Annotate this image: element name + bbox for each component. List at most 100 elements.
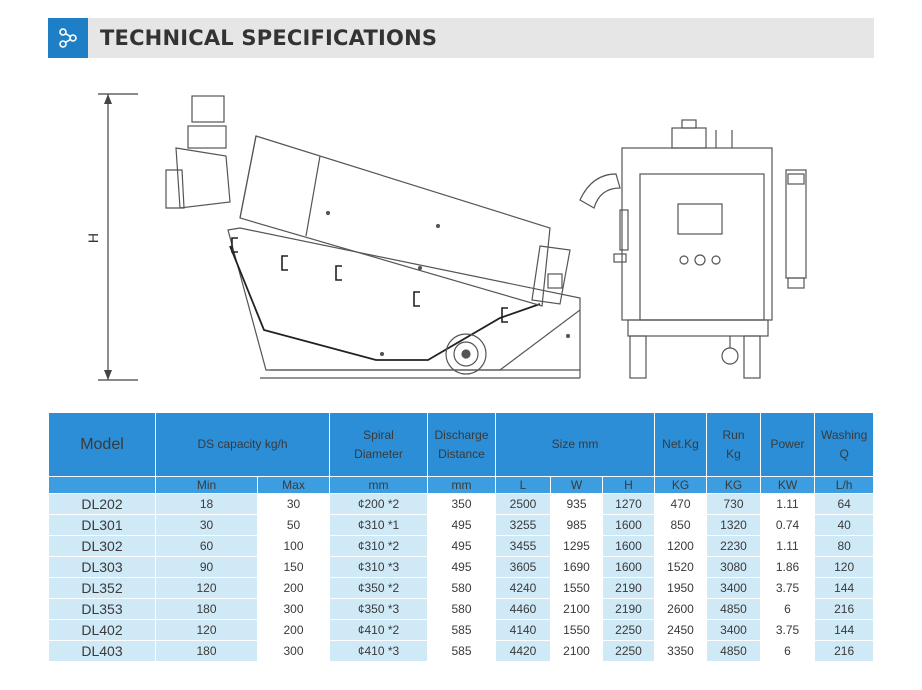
unit-cell: KG: [707, 477, 760, 493]
table-cell: 3.75: [761, 578, 814, 598]
table-cell: 2500: [496, 494, 550, 514]
table-cell: 1550: [551, 620, 602, 640]
table-cell: 3400: [707, 620, 760, 640]
table-cell: 3400: [707, 578, 760, 598]
table-cell: 4140: [496, 620, 550, 640]
unit-cell: mm: [428, 477, 495, 493]
table-cell: 4460: [496, 599, 550, 619]
table-cell: 495: [428, 536, 495, 556]
table-cell: 30: [156, 515, 257, 535]
table-cell: 1320: [707, 515, 760, 535]
table-cell: 1550: [551, 578, 602, 598]
table-cell: 180: [156, 641, 257, 661]
table-cell: 3455: [496, 536, 550, 556]
table-cell: 2450: [655, 620, 706, 640]
specification-table: Model DS capacity kg/h Spiral Diameter D…: [48, 412, 875, 662]
table-cell: 64: [815, 494, 874, 514]
table-cell: 120: [815, 557, 874, 577]
table-cell: 300: [258, 641, 329, 661]
table-cell: ¢310 *3: [330, 557, 427, 577]
table-cell: 40: [815, 515, 874, 535]
table-cell: 935: [551, 494, 602, 514]
table-cell: 4240: [496, 578, 550, 598]
table-cell: 2250: [603, 620, 654, 640]
table-cell: 100: [258, 536, 329, 556]
unit-cell: L: [496, 477, 550, 493]
table-cell: 200: [258, 578, 329, 598]
table-cell: 0.74: [761, 515, 814, 535]
table-cell: 144: [815, 578, 874, 598]
header-run-kg: Run Kg: [707, 413, 760, 476]
table-cell: 2100: [551, 641, 602, 661]
table-cell: 150: [258, 557, 329, 577]
table-cell: 180: [156, 599, 257, 619]
table-cell: 3605: [496, 557, 550, 577]
table-cell: 1600: [603, 557, 654, 577]
table-cell: 1270: [603, 494, 654, 514]
table-cell: 80: [815, 536, 874, 556]
table-cell: 216: [815, 641, 874, 661]
table-cell: ¢410 *2: [330, 620, 427, 640]
header-washing: Washing Q: [815, 413, 874, 476]
table-cell: 1.11: [761, 536, 814, 556]
table-cell: 2250: [603, 641, 654, 661]
table-cell: 3080: [707, 557, 760, 577]
table-cell: 4850: [707, 641, 760, 661]
table-cell: 2190: [603, 599, 654, 619]
table-cell: 3350: [655, 641, 706, 661]
table-cell: 60: [156, 536, 257, 556]
table-cell: 1600: [603, 536, 654, 556]
unit-cell: Max: [258, 477, 329, 493]
table-cell: 1.86: [761, 557, 814, 577]
table-cell: 350: [428, 494, 495, 514]
table-cell: 30: [258, 494, 329, 514]
unit-cell: KG: [655, 477, 706, 493]
header-discharge-distance: Discharge Distance: [428, 413, 495, 476]
table-cell: 4420: [496, 641, 550, 661]
table-cell: ¢200 *2: [330, 494, 427, 514]
unit-cell: H: [603, 477, 654, 493]
table-cell: 985: [551, 515, 602, 535]
table-cell: 580: [428, 599, 495, 619]
model-cell: DL402: [49, 620, 155, 640]
table-cell: 4850: [707, 599, 760, 619]
table-cell: 495: [428, 515, 495, 535]
table-cell: 580: [428, 578, 495, 598]
table-cell: 6: [761, 641, 814, 661]
table-cell: 495: [428, 557, 495, 577]
molecule-icon: [48, 18, 88, 58]
table-cell: 1600: [603, 515, 654, 535]
table-cell: ¢310 *1: [330, 515, 427, 535]
header-power: Power: [761, 413, 814, 476]
model-cell: DL303: [49, 557, 155, 577]
table-cell: 216: [815, 599, 874, 619]
table-cell: 585: [428, 641, 495, 661]
table-cell: 1520: [655, 557, 706, 577]
page-title: TECHNICAL SPECIFICATIONS: [100, 26, 438, 50]
table-cell: 2100: [551, 599, 602, 619]
table-cell: ¢410 *3: [330, 641, 427, 661]
model-cell: DL352: [49, 578, 155, 598]
header-ds-capacity: DS capacity kg/h: [156, 413, 329, 476]
table-cell: 1.11: [761, 494, 814, 514]
unit-cell: mm: [330, 477, 427, 493]
table-cell: 2230: [707, 536, 760, 556]
table-cell: 2190: [603, 578, 654, 598]
model-cell: DL353: [49, 599, 155, 619]
model-cell: DL302: [49, 536, 155, 556]
unit-cell: KW: [761, 477, 814, 493]
table-cell: 18: [156, 494, 257, 514]
table-cell: 120: [156, 578, 257, 598]
unit-cell: Min: [156, 477, 257, 493]
table-cell: ¢350 *3: [330, 599, 427, 619]
table-cell: 50: [258, 515, 329, 535]
header-size: Size mm: [496, 413, 654, 476]
table-cell: 120: [156, 620, 257, 640]
table-cell: 144: [815, 620, 874, 640]
header-net-kg: Net.Kg: [655, 413, 706, 476]
